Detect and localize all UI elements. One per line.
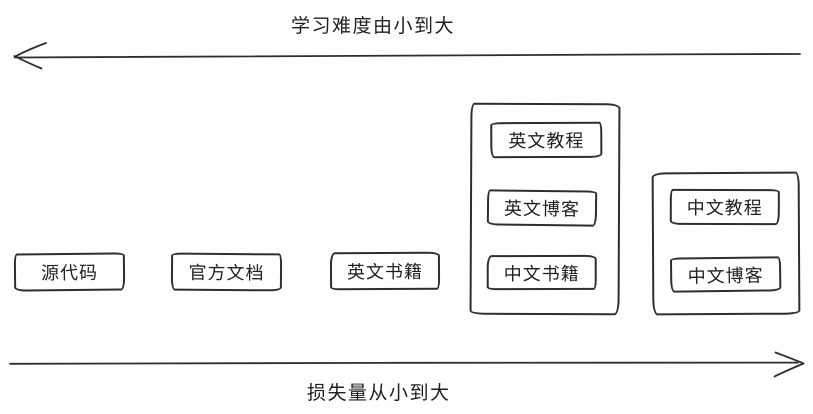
top-axis-label: 学习难度由小到大 <box>291 16 456 37</box>
group-box-english-and-chinese-books: 英文教程 英文博客 中文书籍 <box>469 102 621 316</box>
node-box-english-tutorials: 英文教程 <box>490 121 603 159</box>
node-label-english-books: 英文书籍 <box>346 261 424 283</box>
top-arrowhead-upper <box>13 42 47 58</box>
bottom-arrow-line <box>9 361 799 365</box>
node-box-official-docs: 官方文档 <box>170 252 283 292</box>
node-box-chinese-blogs: 中文博客 <box>669 256 782 293</box>
bottom-arrowhead-upper <box>774 351 805 365</box>
top-arrowhead-lower <box>13 55 43 70</box>
node-label-english-tutorials: 英文教程 <box>508 130 585 152</box>
bottom-axis-label: 损失量从小到大 <box>307 383 451 404</box>
node-label-source-code: 源代码 <box>40 262 99 284</box>
group-box-chinese-tutorials-blogs: 中文教程 中文博客 <box>651 171 801 316</box>
bottom-arrowhead-lower <box>773 362 805 378</box>
node-label-official-docs: 官方文档 <box>188 262 265 284</box>
top-arrow-line <box>14 53 801 59</box>
node-label-chinese-tutorials: 中文教程 <box>686 197 763 219</box>
node-box-chinese-tutorials: 中文教程 <box>669 188 780 226</box>
node-label-chinese-books: 中文书籍 <box>503 263 580 284</box>
node-box-english-blogs: 英文博客 <box>486 189 598 227</box>
bottom-axis-arrow <box>9 351 805 378</box>
node-label-english-blogs: 英文博客 <box>503 198 581 220</box>
top-axis-arrow <box>13 42 801 70</box>
node-box-source-code: 源代码 <box>13 252 126 292</box>
node-label-chinese-blogs: 中文博客 <box>687 265 764 286</box>
node-box-english-books: 英文书籍 <box>329 251 441 291</box>
node-box-chinese-books: 中文书籍 <box>486 254 597 291</box>
